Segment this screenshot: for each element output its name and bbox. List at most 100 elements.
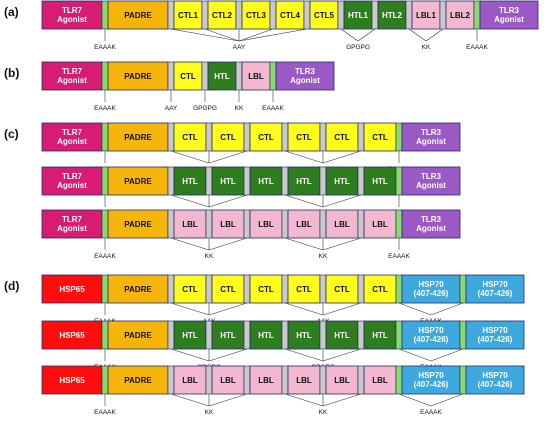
linker-connector <box>284 237 324 251</box>
hsp70-segment <box>401 365 461 395</box>
linker-label: EAAAK <box>94 105 116 112</box>
peptide-linker <box>243 320 251 350</box>
peptide-linker <box>269 0 277 30</box>
linker-label: KK <box>319 253 328 260</box>
linker-connector <box>322 150 362 164</box>
hsp65-label: HSP65 <box>59 285 85 294</box>
linker-connector <box>322 393 362 407</box>
ctl-label: CTL2 <box>212 11 233 20</box>
peptide-linker <box>235 0 243 30</box>
lbl-label: LBL <box>258 376 274 385</box>
ctl-label: CTL <box>258 285 274 294</box>
htl-label: HTL <box>220 177 236 186</box>
eaaak-linker <box>101 166 109 196</box>
ctl-segment <box>275 0 305 30</box>
peptide-linker <box>205 365 213 395</box>
linker-connector <box>398 302 432 316</box>
linker-label: KK <box>319 409 328 416</box>
ctl-label: CTL <box>372 133 388 142</box>
htl-segment <box>343 0 373 30</box>
linker-connector <box>340 28 359 42</box>
htl-label: HTL <box>296 177 312 186</box>
lbl-label: LBL2 <box>450 11 471 20</box>
htl-label: HTL2 <box>382 11 403 20</box>
peptide-linker <box>319 320 327 350</box>
peptide-linker <box>319 166 327 196</box>
linker-label: KK <box>205 253 214 260</box>
linker-connector <box>322 348 362 362</box>
htl-segment <box>249 166 283 196</box>
linker-connector <box>425 28 444 42</box>
eaaak-linker <box>395 365 403 395</box>
linker-label: EAAAK <box>262 105 284 112</box>
padre-segment <box>107 209 169 239</box>
lbl-segment <box>363 365 397 395</box>
hsp65-label: HSP65 <box>59 331 85 340</box>
tlr7-segment <box>41 0 103 30</box>
peptide-linker <box>167 122 175 152</box>
eaaak-linker <box>459 320 467 350</box>
peptide-linker <box>167 166 175 196</box>
eaaak-linker <box>395 274 403 304</box>
linker-connector <box>170 194 210 208</box>
peptide-linker <box>357 274 365 304</box>
peptide-linker <box>281 320 289 350</box>
padre-label: PADRE <box>124 285 152 294</box>
peptide-linker <box>303 0 311 30</box>
padre-segment <box>107 0 169 30</box>
hsp70-label: HSP70(407-426) <box>414 326 449 344</box>
peptide-linker <box>205 166 213 196</box>
linker-connector <box>208 150 248 164</box>
htl-label: HTL <box>214 72 230 81</box>
htl-segment <box>287 320 321 350</box>
linker-connector <box>284 302 324 316</box>
linker-connector <box>430 348 464 362</box>
linker-connector <box>170 348 210 362</box>
htl-label: HTL <box>182 331 198 340</box>
peptide-linker <box>281 365 289 395</box>
linker-label: EAAAK <box>94 253 116 260</box>
linker-connector <box>208 237 248 251</box>
tlr3-segment <box>401 209 461 239</box>
linker-connector <box>170 150 210 164</box>
tlr3-segment <box>401 122 461 152</box>
ctl-label: CTL1 <box>178 11 199 20</box>
padre-segment <box>107 166 169 196</box>
linker-connector <box>208 302 248 316</box>
linker-connector <box>170 393 210 407</box>
peptide-linker <box>319 122 327 152</box>
peptide-linker <box>319 274 327 304</box>
peptide-linker <box>281 122 289 152</box>
ctl-label: CTL <box>258 133 274 142</box>
lbl-label: LBL <box>334 376 350 385</box>
ctl-label: CTL <box>220 133 236 142</box>
linker-connector <box>430 302 464 316</box>
lbl-label: LBL <box>258 220 274 229</box>
htl-segment <box>249 320 283 350</box>
padre-label: PADRE <box>124 11 152 20</box>
linker-connector <box>357 28 376 42</box>
peptide-linker <box>201 0 209 30</box>
eaaak-linker <box>395 166 403 196</box>
lbl-label: LBL1 <box>416 11 437 20</box>
padre-label: PADRE <box>124 220 152 229</box>
lbl-segment <box>411 0 441 30</box>
peptide-linker <box>281 274 289 304</box>
hsp70-label: HSP70(407-426) <box>478 371 513 389</box>
lbl-label: LBL <box>372 376 388 385</box>
eaaak-linker <box>101 365 109 395</box>
peptide-linker <box>167 320 175 350</box>
padre-label: PADRE <box>124 331 152 340</box>
peptide-linker <box>205 274 213 304</box>
linker-connector <box>284 194 324 208</box>
eaaak-linker <box>459 274 467 304</box>
peptide-linker <box>357 209 365 239</box>
padre-label: PADRE <box>124 133 152 142</box>
ctl-segment <box>287 122 321 152</box>
